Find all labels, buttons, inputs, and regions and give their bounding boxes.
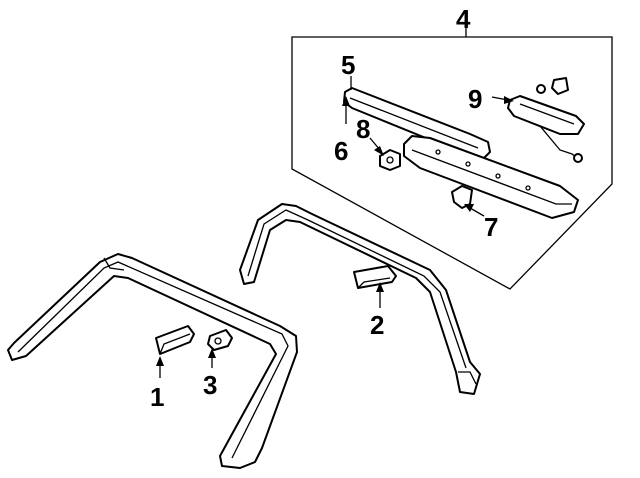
- callout-6: 6: [334, 136, 348, 166]
- callout-5: 5: [341, 50, 355, 80]
- part-2-rear-frame: [239, 203, 481, 395]
- callout-4: 4: [456, 4, 471, 34]
- callout-8: 8: [356, 114, 370, 144]
- part-8-clip: [379, 149, 401, 171]
- callout-1: 1: [150, 382, 164, 412]
- part-7-rear-strip: [403, 135, 579, 219]
- callout-7: 7: [484, 212, 498, 242]
- part-3-clip: [207, 329, 233, 351]
- callout-9: 9: [468, 84, 482, 114]
- part-4-group-box: [291, 28, 613, 290]
- part-1-piece: [155, 325, 195, 355]
- callout-2: 2: [370, 310, 384, 340]
- leader-lines: [156, 76, 514, 378]
- part-1-front-frame: [7, 253, 298, 469]
- part-9-lamp: [507, 77, 585, 163]
- part-2-piece: [353, 265, 397, 289]
- callout-3: 3: [203, 370, 217, 400]
